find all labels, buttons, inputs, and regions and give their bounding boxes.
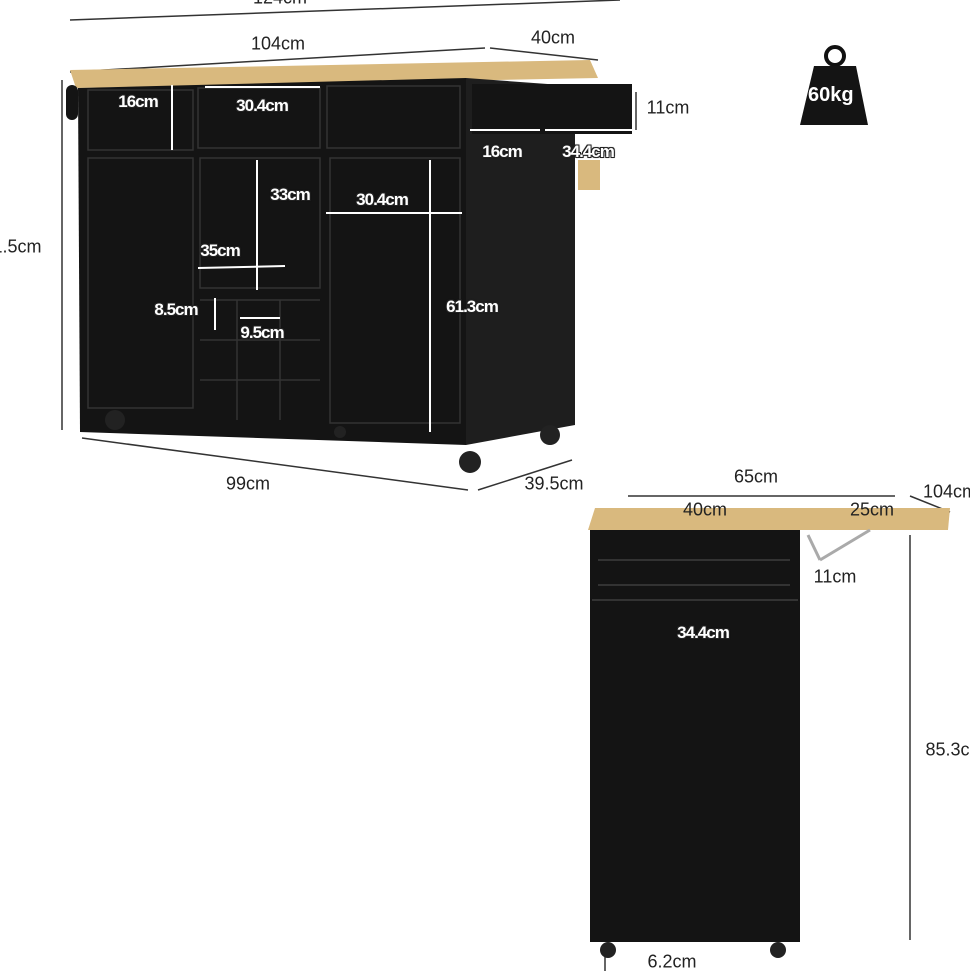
side-length-label: 104cm xyxy=(922,481,970,502)
drawer-width-label: 30.4cm xyxy=(236,96,289,115)
weight-capacity-label: 60kg xyxy=(808,84,854,106)
cabinet-width-label: 30.4cm xyxy=(356,190,409,209)
fixed-depth-label: 40cm xyxy=(682,499,728,520)
rack-height-label: 11cm xyxy=(646,97,690,118)
top-height-label: 85.3cm xyxy=(925,739,970,760)
extended-depth-label: 65cm xyxy=(733,466,779,487)
base-width-label: 99cm xyxy=(225,473,271,494)
side-rack-width-label: 34.4cm xyxy=(677,623,730,642)
rack-width-label: 34.4cm xyxy=(562,142,615,161)
base-depth-label: 39.5cm xyxy=(524,473,584,494)
caster-height-label: 6.2cm xyxy=(647,951,697,971)
bottle-slot-height-label: 8.5cm xyxy=(154,300,198,319)
top-width-label: 104cm xyxy=(250,33,306,54)
wine-cubby-width-label: 35cm xyxy=(200,241,240,260)
rack-side-height-label: 16cm xyxy=(482,142,522,161)
overall-width-label: 124cm xyxy=(253,0,307,9)
side-rack-height-label: 11cm xyxy=(813,566,857,587)
leaf-depth-label: 25cm xyxy=(849,499,895,520)
depth-label: 40cm xyxy=(530,27,576,48)
total-height-label: 91.5cm xyxy=(0,236,42,257)
drawer-height-label: 16cm xyxy=(118,92,158,111)
weight-icon xyxy=(824,45,846,67)
wine-cubby-height-label: 33cm xyxy=(270,185,310,204)
cabinet-height-label: 61.3cm xyxy=(446,297,499,316)
bottle-slot-width-label: 9.5cm xyxy=(240,323,284,342)
